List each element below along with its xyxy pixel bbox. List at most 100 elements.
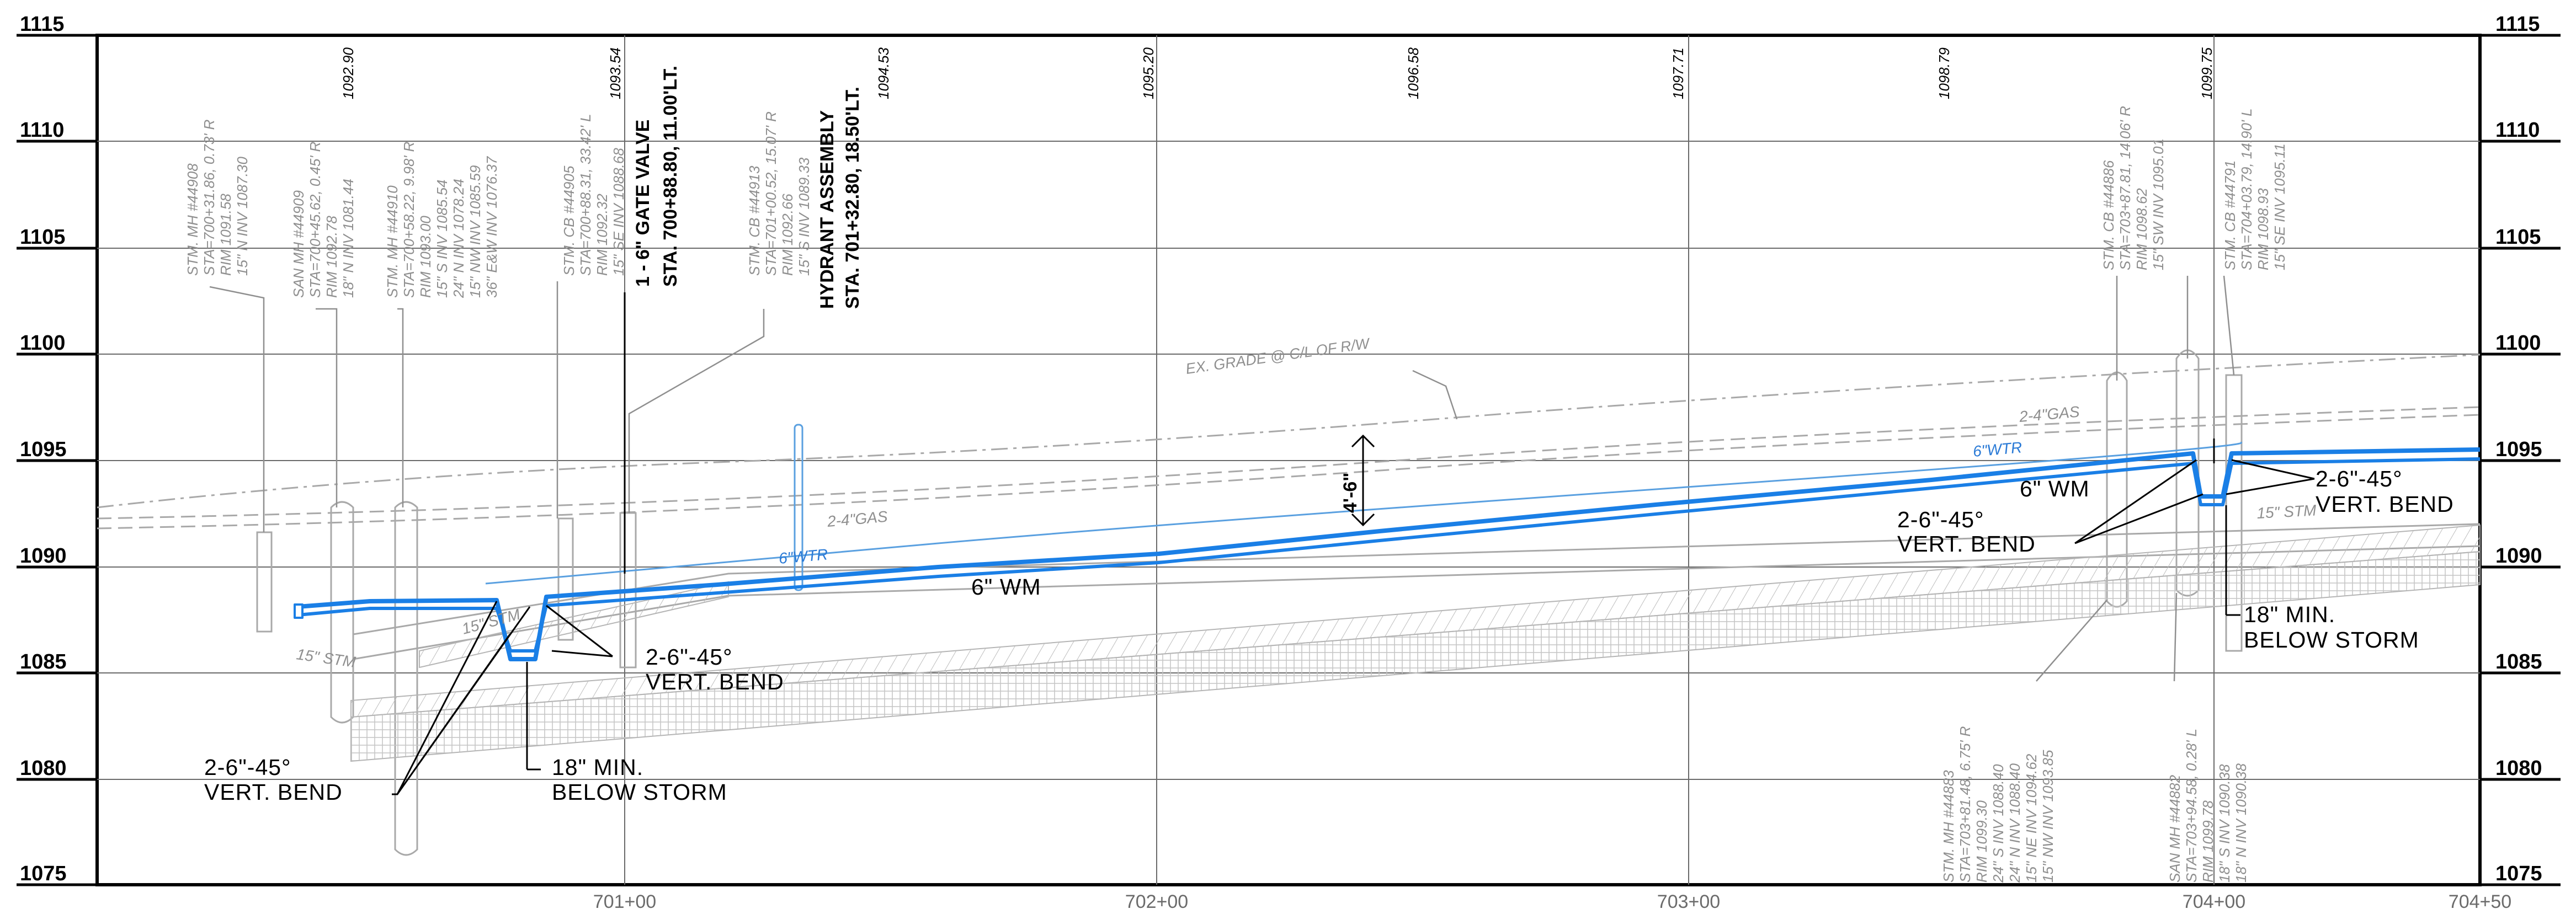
note-line: 15" SE INV 1088.68 [610, 148, 627, 276]
station-labels: 701+00 702+00 703+00 704+00 704+50 [593, 891, 2511, 909]
note-stm-cb-44905: STM. CB #44905STA=700+88.31, 33.42' LRIM… [561, 114, 627, 276]
grade-elev: 1097.71 [1670, 47, 1686, 99]
grade-elev: 1099.75 [2199, 47, 2215, 99]
note-stm-cb-44791: STM. CB #44791STA=704+03.79, 14.90' LRIM… [2222, 108, 2288, 270]
note-line: RIM 1098.62 [2133, 188, 2150, 270]
grade-elevations: 1092.90 1093.54 1094.53 1095.20 1096.58 … [340, 47, 2215, 99]
note-stm-mh-44910: STM. MH #44910STA=700+58.22, 9.98' RRIM … [384, 142, 500, 298]
stm-hatch-mid [419, 581, 729, 669]
note-line: RIM 1098.93 [2255, 188, 2271, 270]
grade-elev: 1098.79 [1936, 47, 1952, 99]
elev-label: 1090 [2495, 544, 2542, 568]
note-line: 18" N INV 1090.38 [2233, 763, 2249, 883]
storm-left-line2: BELOW STORM [552, 779, 727, 805]
note-line: STA=700+45.62, 0.45' R [307, 142, 323, 298]
elevation-labels-right: 1115 1110 1105 1100 1095 1090 1085 1080 … [2480, 13, 2561, 886]
note-line: RIM 1092.66 [779, 194, 796, 276]
note-line: STA=703+81.48, 6.75' R [1957, 726, 1973, 883]
hydrant-line2: STA. 701+32.80, 18.50'LT. [842, 87, 863, 309]
station-label: 704+00 [2183, 891, 2245, 909]
note-line: STA=704+03.79, 14.90' L [2238, 108, 2255, 270]
note-line: 15" NW INV 1085.59 [467, 165, 483, 298]
bend-right-b-line2: VERT. BEND [2316, 491, 2454, 517]
note-line: RIM 1092.78 [323, 216, 340, 298]
elev-label: 1080 [2495, 757, 2542, 780]
gas-label-right: 2-4"GAS [2018, 403, 2080, 426]
note-line: 18" S INV 1090.38 [2216, 764, 2233, 883]
station-label: 701+00 [593, 891, 656, 909]
elev-label: 1105 [2495, 226, 2541, 249]
wtr-label-right: 6"WTR [1972, 439, 2023, 460]
elev-label: 1080 [20, 757, 67, 780]
gas-label-left: 2-4"GAS [826, 508, 888, 531]
existing-water [485, 424, 2242, 591]
elevation-labels-left: 1115 1110 1105 1100 1095 1090 1085 1080 … [17, 13, 97, 886]
wm-label-left: 6" WM [971, 574, 1041, 600]
grade-elev: 1096.58 [1405, 47, 1422, 99]
storm-right-line1: 18" MIN. [2244, 602, 2335, 627]
structure-leaders [209, 275, 2235, 682]
grade-elev: 1093.54 [607, 47, 624, 99]
storm-left-line1: 18" MIN. [552, 755, 643, 780]
note-line: 24" N INV 1088.40 [2006, 763, 2023, 883]
note-line: 15" N INV 1087.30 [234, 157, 251, 276]
note-line: 24" S INV 1088.40 [1990, 764, 2006, 883]
bend-right-b-line1: 2-6"-45° [2316, 466, 2402, 491]
elev-label: 1115 [2495, 13, 2540, 36]
note-line: RIM 1093.00 [417, 216, 434, 298]
note-stm-mh-44908: STM. MH #44908STA=700+31.86, 0.73' RRIM … [184, 120, 251, 276]
structure-notes: STM. MH #44908STA=700+31.86, 0.73' RRIM … [184, 106, 2288, 883]
gate-valve-line1: 1 - 6" GATE VALVE [632, 120, 653, 287]
grade-elev: 1092.90 [340, 47, 356, 99]
elev-label: 1105 [20, 226, 65, 249]
bend-left-line1: 2-6"-45° [204, 755, 291, 780]
elev-label: 1115 [20, 13, 64, 36]
elev-label: 1075 [20, 862, 67, 885]
note-line: 36" E&W INV 1076.37 [483, 156, 500, 298]
gate-valve-line2: STA. 700+88.80, 11.00'LT. [660, 66, 681, 287]
note-line: RIM 1099.78 [2200, 800, 2216, 883]
elev-label: 1100 [2495, 331, 2541, 355]
elev-label: 1110 [20, 119, 64, 142]
grade-elev: 1095.20 [1140, 47, 1157, 99]
elev-label: 1095 [20, 438, 67, 461]
note-line: RIM 1092.32 [594, 194, 610, 276]
station-label: 704+50 [2449, 891, 2511, 909]
note-stm-mh-44883: STM. MH #44883STA=703+81.48, 6.75' RRIM … [1940, 726, 2056, 883]
note-line: STA=701+00.52, 15.07' R [763, 111, 779, 276]
bend-right-a-line1: 2-6"-45° [1897, 507, 1984, 532]
note-line: 15" S INV 1085.54 [434, 180, 450, 298]
note-line: STA=700+58.22, 9.98' R [401, 142, 417, 298]
note-line: 18" N INV 1081.44 [340, 179, 356, 298]
note-line: 15" S INV 1089.33 [796, 157, 812, 276]
elev-label: 1090 [20, 544, 67, 568]
note-line: STA=703+87.81, 14.06' R [2117, 106, 2133, 270]
storm-hatch-upper [350, 524, 2481, 718]
note-line: STA=700+88.31, 33.42' L [577, 114, 594, 276]
note-stm-cb-44913: STM. CB #44913STA=701+00.52, 15.07' RRIM… [746, 111, 812, 276]
note-line: 24" N INV 1078.24 [450, 179, 467, 298]
elev-label: 1085 [20, 650, 67, 673]
bend-mid-line1: 2-6"-45° [646, 644, 732, 670]
station-label: 703+00 [1657, 891, 1720, 909]
bend-right-a-line2: VERT. BEND [1897, 531, 2036, 557]
note-line: 15" SE INV 1095.11 [2271, 143, 2288, 270]
hydrant-line1: HYDRANT ASSEMBLY [817, 110, 838, 309]
note-line: 15" SW INV 1095.01 [2150, 138, 2167, 270]
stm-label-c: 15" STM [2256, 501, 2317, 522]
note-line: 15" NW INV 1093.85 [2040, 750, 2056, 883]
grade-elev: 1094.53 [875, 47, 892, 99]
note-san-mh-44909: SAN MH #44909STA=700+45.62, 0.45' RRIM 1… [290, 142, 356, 298]
note-line: RIM 1099.30 [1973, 800, 1990, 883]
cover-dimension: 4'-6" [1340, 473, 1361, 513]
elev-label: 1085 [2495, 650, 2542, 673]
wm-label-right: 6" WM [2020, 476, 2090, 501]
storm-right-line2: BELOW STORM [2244, 627, 2419, 653]
ex-grade-label: EX. GRADE @ C/L OF R/W [1185, 335, 1372, 377]
note-line: STA=703+94.58, 0.28' L [2183, 729, 2200, 883]
elev-label: 1075 [2495, 862, 2542, 885]
station-label: 702+00 [1125, 891, 1188, 909]
bend-callouts: 2-6"-45° VERT. BEND 2-6"-45° VERT. BEND … [204, 466, 2454, 805]
elev-label: 1110 [2495, 119, 2540, 142]
